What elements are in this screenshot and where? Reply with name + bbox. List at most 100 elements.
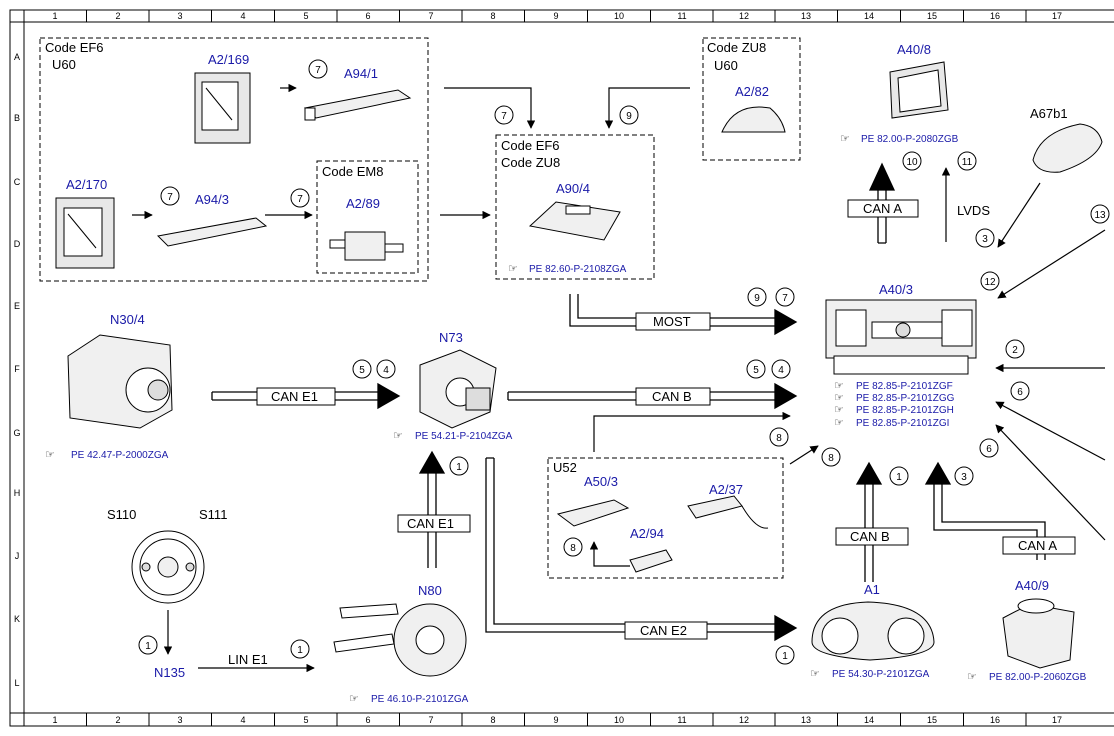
a1-instrument-cluster[interactable] — [811, 601, 935, 661]
a94-1-module[interactable] — [303, 89, 412, 121]
ref-n30-4[interactable]: ☞ PE 42.47-P-2000ZGA — [45, 449, 169, 461]
grid-column-label: 10 — [614, 11, 624, 21]
label-a2-170: A2/170 — [66, 177, 107, 192]
grid-column-label: 15 — [927, 11, 937, 21]
callout-number: 7 — [315, 65, 321, 76]
group-em8-label: Code EM8 — [322, 164, 383, 179]
label-a40-8: A40/8 — [897, 42, 931, 57]
callout-number: 5 — [359, 365, 365, 376]
ref-n73[interactable]: ☞ PE 54.21-P-2104ZGA — [393, 430, 513, 442]
callout-number: 6 — [1017, 387, 1023, 398]
bus-most-label: MOST — [653, 314, 691, 329]
hand-pointer-icon: ☞ — [834, 392, 844, 404]
grid-column-label: 5 — [303, 11, 308, 21]
group-u52-label: U52 — [553, 460, 577, 475]
callout-number: 7 — [501, 111, 507, 122]
grid-column-label: 9 — [553, 11, 558, 21]
label-a1: A1 — [864, 582, 880, 597]
label-a40-9: A40/9 — [1015, 578, 1049, 593]
a2-170-display[interactable] — [55, 197, 115, 269]
a40-3-head-unit[interactable] — [825, 299, 977, 375]
grid-column-label: 12 — [739, 11, 749, 21]
callout-number: 1 — [896, 472, 902, 483]
grid-row-label: F — [14, 364, 20, 374]
hand-pointer-icon: ☞ — [349, 693, 359, 705]
grid-column-label: 4 — [240, 11, 245, 21]
a94-3-module[interactable] — [156, 217, 268, 247]
grid-column-label: 3 — [177, 715, 182, 725]
bus-can-e1-left-box — [256, 387, 336, 406]
ref-a40-3-group[interactable]: ☞ PE 82.85-P-2101ZGF ☞ PE 82.85-P-2101ZG… — [834, 380, 955, 429]
callout-number: 11 — [962, 157, 973, 168]
callout-circle — [775, 645, 795, 665]
grid-column-label: 1 — [52, 11, 57, 21]
ref-a90-4[interactable]: ☞ PE 82.60-P-2108ZGA — [508, 263, 627, 275]
steering-wheel[interactable] — [131, 530, 205, 604]
callout-circle — [138, 635, 158, 655]
frame — [9, 9, 1114, 727]
bus-lvds-label: LVDS — [957, 203, 990, 218]
grid-column-label: 13 — [801, 715, 811, 725]
n80-column-module[interactable] — [333, 603, 467, 677]
grid-row-label: H — [14, 488, 21, 498]
group-u52-box — [547, 457, 784, 579]
bus-can-a-low-box — [1002, 536, 1076, 555]
bus-can-e1-up-label: CAN E1 — [407, 516, 454, 531]
callout-number: 3 — [961, 472, 967, 483]
ref-a40-9-text: PE 82.00-P-2060ZGB — [989, 672, 1087, 683]
ref-a40-9[interactable]: ☞ PE 82.00-P-2060ZGB — [967, 671, 1087, 683]
ref-a40-8[interactable]: ☞ PE 82.00-P-2080ZGB — [840, 133, 959, 145]
a67b1-camera[interactable] — [1032, 123, 1103, 173]
ref-a40-3-text-1: PE 82.85-P-2101ZGF — [856, 381, 953, 392]
grid-column-label: 9 — [553, 715, 558, 725]
callout-circle — [494, 105, 514, 125]
grid-column-label: 11 — [677, 11, 686, 21]
callout-number: 1 — [297, 645, 303, 656]
callout-number: 1 — [456, 462, 462, 473]
grid-row-label: E — [14, 301, 20, 311]
a2-94-antenna[interactable] — [629, 549, 673, 573]
a2-37-antenna[interactable] — [687, 495, 769, 529]
bus-most-box — [635, 312, 711, 331]
callout-circle — [746, 359, 766, 379]
ref-a40-3-text-3: PE 82.85-P-2101ZGH — [856, 405, 954, 416]
bus-can-b-up-box — [835, 527, 909, 546]
group-ef6-zu8-box — [495, 134, 655, 280]
label-n30-4: N30/4 — [110, 312, 145, 327]
a40-8-display[interactable] — [889, 61, 949, 119]
n30-4-module[interactable] — [67, 334, 173, 429]
callout-number: 3 — [982, 234, 988, 245]
grid-column-label: 14 — [864, 715, 874, 725]
a2-82-antenna[interactable] — [721, 106, 786, 133]
group-boxes — [39, 37, 801, 579]
a90-4-module[interactable] — [528, 201, 621, 241]
callout-circle — [769, 427, 789, 447]
callout-circle — [957, 151, 977, 171]
callout-number: 7 — [782, 293, 788, 304]
callout-circle — [449, 456, 469, 476]
callout-circle — [747, 287, 767, 307]
callout-number: 6 — [986, 444, 992, 455]
component-drawings — [55, 61, 1103, 677]
a2-169-display[interactable] — [194, 72, 251, 144]
a2-89-module[interactable] — [329, 231, 404, 261]
a50-3-module[interactable] — [556, 499, 630, 527]
callout-circle — [979, 438, 999, 458]
bus-can-e1-left-label: CAN E1 — [271, 389, 318, 404]
n73-ignition-switch[interactable] — [419, 349, 497, 429]
group-ef6-b-label: Code EF6 — [501, 138, 560, 153]
grid-column-label: 2 — [115, 715, 120, 725]
hand-pointer-icon: ☞ — [393, 430, 403, 442]
grid-column-label: 1 — [52, 715, 57, 725]
label-a2-169: A2/169 — [208, 52, 249, 67]
a40-9-controller[interactable] — [1002, 598, 1075, 669]
group-zu8-u60-box — [702, 37, 801, 161]
hand-pointer-icon: ☞ — [834, 404, 844, 416]
ref-n30-4-text: PE 42.47-P-2000ZGA — [71, 450, 169, 461]
ref-n80[interactable]: ☞ PE 46.10-P-2101ZGA — [349, 693, 469, 705]
label-a67b1: A67b1 — [1030, 106, 1068, 121]
callout-number: 1 — [145, 641, 151, 652]
grid-column-label: 3 — [177, 11, 182, 21]
ref-a1[interactable]: ☞ PE 54.30-P-2101ZGA — [810, 668, 930, 680]
